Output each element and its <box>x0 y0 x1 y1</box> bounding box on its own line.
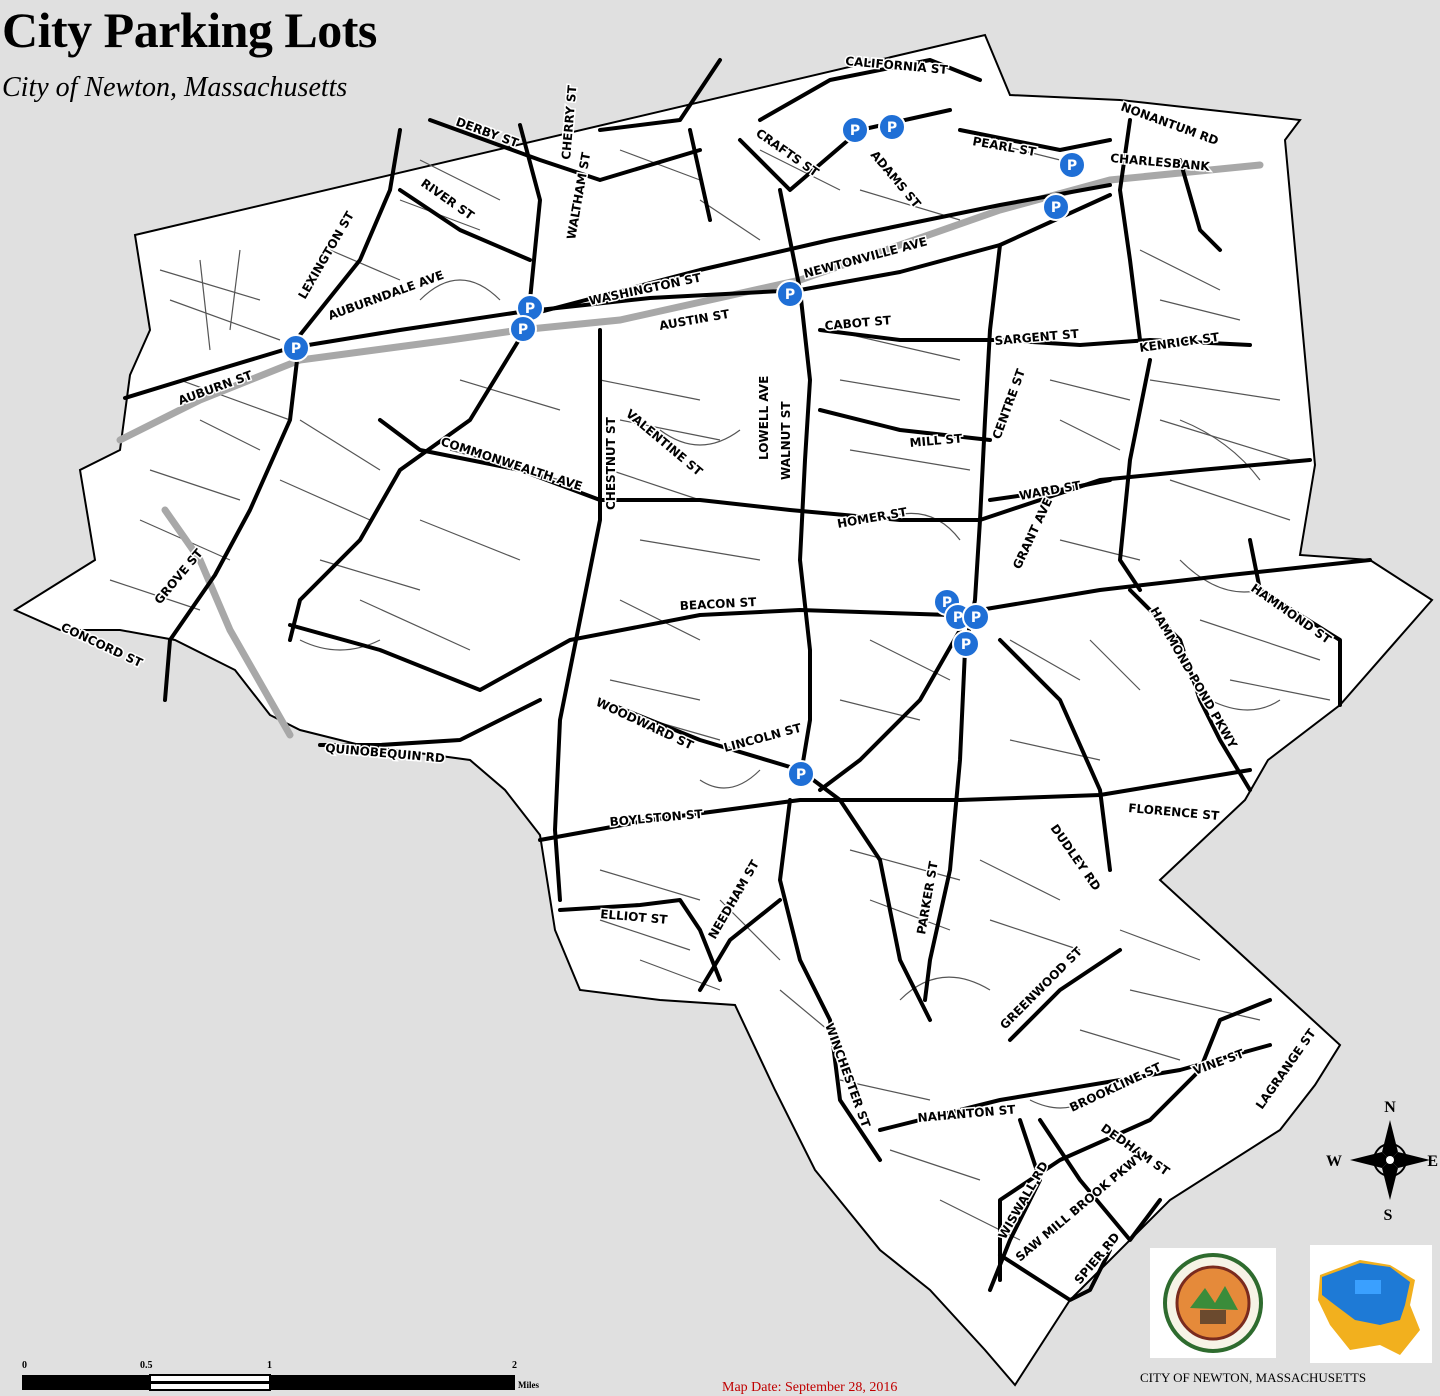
scale-tick: 0 <box>22 1360 27 1371</box>
street-label: MILL ST <box>909 431 964 450</box>
svg-text:P: P <box>291 341 301 357</box>
map-date: Map Date: September 28, 2016 <box>722 1380 898 1395</box>
street-label: WALNUT ST <box>779 401 793 480</box>
parking-markers: P P P P P P P P P P P P P <box>282 113 1086 788</box>
scale-bar: 0 0.5 1 2 Miles <box>22 1360 539 1391</box>
parking-marker[interactable]: P <box>1058 151 1086 179</box>
footer-city-name: CITY OF NEWTON, MASSACHUSETTS <box>1140 1370 1367 1385</box>
parking-marker[interactable]: P <box>282 334 310 362</box>
city-seal-logo <box>1150 1248 1276 1358</box>
parking-marker[interactable]: P <box>952 630 980 658</box>
svg-text:P: P <box>942 595 952 611</box>
street-label: CHESTNUT ST <box>604 416 618 510</box>
compass-north: N <box>1384 1099 1396 1116</box>
parking-marker[interactable]: P <box>1042 193 1070 221</box>
street-label: LOWELL AVE <box>757 376 771 460</box>
street-label: ELLIOT ST <box>600 907 669 927</box>
svg-text:P: P <box>518 322 528 338</box>
svg-text:P: P <box>971 610 981 626</box>
newton-map-logo <box>1310 1245 1432 1363</box>
scale-tick: 0.5 <box>140 1360 153 1371</box>
svg-text:P: P <box>525 301 535 317</box>
parking-marker[interactable]: P <box>878 113 906 141</box>
scale-unit: Miles <box>518 1380 539 1390</box>
parking-marker[interactable]: P <box>776 280 804 308</box>
svg-text:P: P <box>1067 158 1077 174</box>
svg-text:P: P <box>850 123 860 139</box>
svg-text:P: P <box>887 120 897 136</box>
parking-marker[interactable]: P <box>962 603 990 631</box>
svg-text:P: P <box>796 767 806 783</box>
compass-east: E <box>1427 1153 1438 1170</box>
map-title: City Parking Lots <box>2 2 377 58</box>
parking-marker[interactable]: P <box>841 116 869 144</box>
svg-text:P: P <box>953 610 963 626</box>
scale-tick: 2 <box>512 1360 517 1371</box>
map-subtitle: City of Newton, Massachusetts <box>2 72 348 103</box>
svg-text:P: P <box>785 287 795 303</box>
compass-rose-icon: N S W E <box>1326 1099 1438 1224</box>
street-label: BEACON ST <box>679 595 757 613</box>
parking-marker[interactable]: P <box>509 315 537 343</box>
major-roads <box>123 58 1372 1302</box>
svg-text:P: P <box>961 637 971 653</box>
parking-marker[interactable]: P <box>516 294 544 322</box>
city-boundary <box>12 33 1434 1387</box>
parking-marker[interactable]: P <box>787 760 815 788</box>
scale-tick: 1 <box>267 1360 272 1371</box>
compass-west: W <box>1326 1153 1342 1170</box>
compass-south: S <box>1384 1207 1393 1224</box>
svg-text:P: P <box>1051 200 1061 216</box>
